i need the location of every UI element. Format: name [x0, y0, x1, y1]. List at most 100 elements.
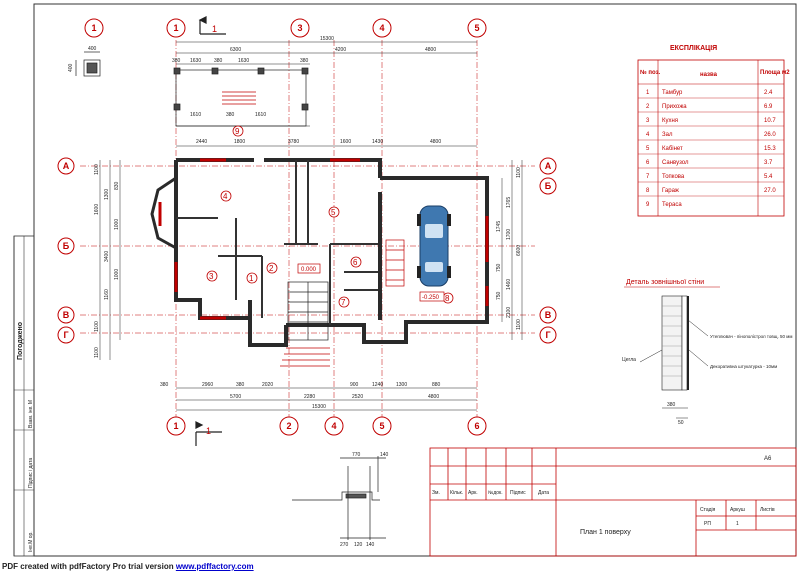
dim-top-i: 4800: [430, 139, 441, 145]
dim-left-4: 1000: [114, 219, 120, 230]
room-label-7: 7: [341, 298, 346, 307]
dim-left-5: 1300: [104, 189, 110, 200]
dim-left-6: 1000: [114, 269, 120, 280]
axis-label-top-4: 4: [379, 23, 384, 33]
dim-lines-right: [501, 160, 523, 340]
table-row-5-name: Кабінет: [662, 146, 683, 152]
footer-text: PDF created with pdfFactory Pro trial ve…: [2, 562, 176, 571]
table-row-7-area: 5.4: [764, 174, 773, 180]
axis-bubbles-top: [84, 18, 487, 436]
table-header-num: № поз.: [640, 69, 661, 76]
room-label-3: 3: [209, 272, 214, 281]
dim-right-8: 750: [496, 291, 502, 300]
room-label-2: 2: [269, 264, 274, 273]
dim-left-7: 1160: [104, 289, 110, 300]
axis-label-top-1b: 1: [173, 23, 178, 33]
dim-top-d: 1600: [340, 139, 351, 145]
dim-bot-s4: 900: [350, 382, 359, 388]
detail-title: Деталь зовнішньої стіни: [626, 278, 704, 286]
dim-det-side: 140: [380, 452, 389, 458]
stamp-col-pidpys: Підпис: [510, 490, 526, 496]
wall-detail-drawing: [639, 295, 709, 419]
level-mark-main: [297, 263, 321, 274]
dim-bot-c: 2520: [352, 394, 363, 400]
dim-left-0: 1100: [94, 164, 100, 175]
axis-label-side-rb: Б: [545, 181, 552, 191]
dim-top-a: 6300: [230, 47, 241, 53]
dim-right-0: 1100: [516, 167, 522, 178]
windows: [158, 158, 489, 320]
dim-col-height: 400: [68, 63, 74, 72]
axis-label-side-ra: А: [545, 161, 552, 171]
side-label-pidpys: Підпис і дата: [28, 458, 34, 488]
dim-det-bot-0: 270: [340, 542, 349, 548]
stamp-sheets-header: Листів: [760, 507, 775, 513]
room-label-8: 8: [445, 294, 450, 303]
stamp-col-zm: Зм.: [432, 490, 440, 496]
table-row-6-area: 3.7: [764, 160, 773, 166]
level-garage: -0.250: [422, 295, 440, 301]
stamp-col-ark: Арк.: [468, 490, 478, 496]
table-row-4-name: Зал: [662, 132, 673, 138]
dim-right-3: 1100: [516, 319, 522, 330]
dim-porch-b: 380: [226, 112, 235, 118]
table-row-2-name: Прихожа: [662, 104, 687, 110]
dim-bot-total: 15300: [312, 404, 326, 410]
dim-top-b: 4200: [335, 47, 346, 53]
dim-bot-d: 4800: [428, 394, 439, 400]
dim-bot-s6: 1300: [396, 382, 407, 388]
table-row-4-num: 4: [646, 132, 650, 138]
dim-left-1: 1600: [94, 204, 100, 215]
stamp-col-data: Дата: [538, 490, 549, 496]
garage-stairs: [385, 239, 405, 287]
table-row-8-name: Гараж: [662, 188, 679, 194]
stamp-code: А6: [764, 456, 772, 462]
table-row-8-area: 27.0: [764, 188, 776, 194]
pdf-footer: PDF created with pdfFactory Pro trial ve…: [2, 562, 254, 571]
table-row-1-num: 1: [646, 90, 650, 96]
axis-label-top-1a: 1: [91, 23, 96, 33]
table-row-2-num: 2: [646, 104, 650, 110]
dim-bot-s3: 2020: [262, 382, 273, 388]
axis-label-bot-1: 1: [173, 421, 178, 431]
table-row-9-num: 9: [646, 202, 650, 208]
dim-right-5: 750: [496, 263, 502, 272]
axis-label-side-b: Б: [63, 241, 70, 251]
table-row-3-name: Кухня: [662, 118, 678, 124]
table-row-7-num: 7: [646, 174, 650, 180]
dim-left-8: 1100: [94, 347, 100, 358]
stamp-title: План 1 поверху: [580, 529, 631, 536]
axis-label-side-rc: В: [545, 310, 552, 320]
garage-car: [417, 205, 451, 287]
section-mark-top: [198, 16, 226, 35]
table-row-3-num: 3: [646, 118, 650, 124]
dim-wall: 380: [667, 402, 676, 408]
terrace: [173, 67, 309, 127]
level-main: 0.000: [301, 267, 317, 273]
column-detail: [75, 51, 101, 77]
table-row-6-num: 6: [646, 160, 650, 166]
dim-det-bot-2: 140: [366, 542, 375, 548]
table-rows: 1 Тамбур 2.4 2 Прихожа 6.9 3 Кухня 10.7 …: [646, 90, 776, 208]
dim-bot-s0: 380: [160, 382, 169, 388]
axis-label-side-a: А: [63, 161, 70, 171]
dim-right-2: 6600: [516, 245, 522, 256]
dim-det-top: 770: [352, 452, 361, 458]
dim-top-f: 2440: [196, 139, 207, 145]
table-row-4-area: 26.0: [764, 132, 776, 138]
table-row-2-area: 6.9: [764, 104, 773, 110]
axis-label-top-5: 5: [474, 23, 479, 33]
footer-link[interactable]: www.pdffactory.com: [175, 562, 254, 571]
table-row-7-name: Топкова: [662, 174, 685, 180]
axis-label-side-rd: Г: [545, 330, 550, 340]
dim-lines-bottom: [176, 387, 477, 411]
dim-left-3: 1100: [94, 321, 100, 332]
inner-walls: [176, 160, 378, 325]
dim-bot-a: 5700: [230, 394, 241, 400]
dim-top-total: 15300: [320, 36, 334, 42]
dim-right-1: 1765: [506, 197, 512, 208]
dim-top-s3: 1630: [238, 58, 249, 64]
axis-label-top-3: 3: [297, 23, 302, 33]
dim-bot-s2: 380: [236, 382, 245, 388]
